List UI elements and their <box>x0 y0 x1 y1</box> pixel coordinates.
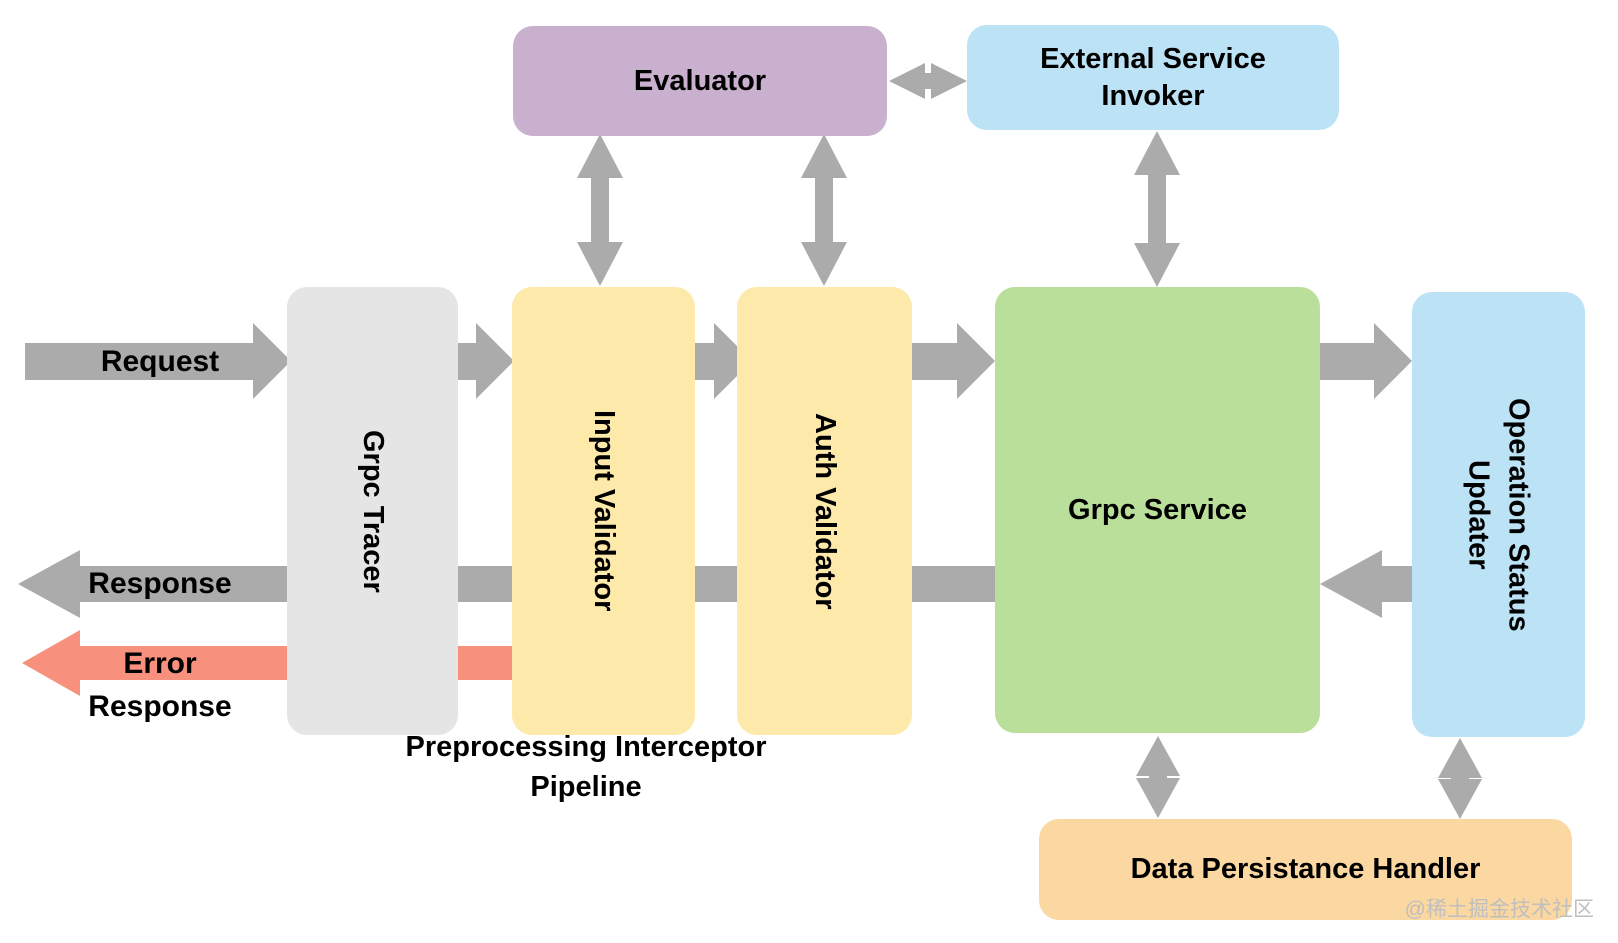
error-label-line1: Error <box>123 647 197 680</box>
grpc-service-node: Grpc Service <box>995 287 1320 733</box>
grpc-service-label: Grpc Service <box>1068 493 1247 526</box>
evaluator-auth-arrow-down-icon <box>801 242 847 286</box>
evaluator-auth-arrow-shaft <box>815 176 833 244</box>
esi-service-arrow-up-icon <box>1134 131 1180 175</box>
response-arrow-bar-right <box>1382 566 1412 602</box>
request-arrow-head-icon <box>253 323 291 399</box>
evaluator-auth-arrow-up-icon <box>801 134 847 178</box>
request-arrow-bar <box>25 343 253 380</box>
external-service-invoker-node: External Service Invoker <box>967 25 1339 130</box>
preprocessing-pipeline-caption: Preprocessing Interceptor Pipeline <box>405 731 767 803</box>
evaluator-input-arrow-up-icon <box>577 134 623 178</box>
grpc-tracer-node: Grpc Tracer <box>287 287 458 735</box>
data-persistance-handler-node: Data Persistance Handler <box>1039 819 1572 920</box>
auth-validator-label: Auth Validator <box>809 412 841 610</box>
input-to-auth-arrow-bar <box>695 343 714 380</box>
data-persistance-handler-label: Data Persistance Handler <box>1130 853 1481 885</box>
esi-service-arrow-shaft <box>1148 173 1166 245</box>
operation-status-updater-label: Operation Status Updater <box>1462 397 1535 632</box>
tracer-to-input-arrow-head-icon <box>476 323 514 399</box>
evaluator-label: Evaluator <box>633 64 767 97</box>
error-arrow-head-icon <box>22 630 80 696</box>
service-to-osu-arrow-bar <box>1320 343 1374 380</box>
evaluator-node: Evaluator <box>513 26 887 136</box>
evaluator-input-arrow-down-icon <box>577 242 623 286</box>
service-dph-arrow-up-icon <box>1136 736 1180 776</box>
service-to-osu-arrow-head-icon <box>1374 323 1412 399</box>
error-label-line2: Response <box>88 690 232 723</box>
service-dph-arrow-down-icon <box>1136 778 1180 818</box>
input-validator-node: Input Validator <box>512 287 695 735</box>
auth-validator-node: Auth Validator <box>737 287 912 735</box>
esi-service-arrow-down-icon <box>1134 243 1180 287</box>
external-service-invoker-label: External Service Invoker <box>1040 42 1266 112</box>
evaluator-esi-arrow-right-icon <box>931 63 967 99</box>
request-label: Request <box>100 345 220 378</box>
response-arrow-head-icon <box>18 550 80 618</box>
osu-dph-arrow-down-icon <box>1438 779 1482 819</box>
operation-status-updater-node: Operation Status Updater <box>1412 292 1585 737</box>
evaluator-esi-arrow-left-icon <box>889 63 925 99</box>
input-validator-label: Input Validator <box>588 410 620 612</box>
auth-to-service-arrow-head-icon <box>957 323 995 399</box>
watermark: @稀土掘金技术社区 <box>1404 898 1594 921</box>
tracer-to-input-arrow-bar <box>455 343 476 380</box>
osu-dph-arrow-up-icon <box>1438 738 1482 778</box>
response-arrow-midhead-icon <box>1320 550 1382 618</box>
auth-to-service-arrow-bar <box>912 343 957 380</box>
response-label: Response <box>88 567 232 600</box>
evaluator-input-arrow-shaft <box>591 176 609 244</box>
grpc-tracer-label: Grpc Tracer <box>357 429 389 593</box>
